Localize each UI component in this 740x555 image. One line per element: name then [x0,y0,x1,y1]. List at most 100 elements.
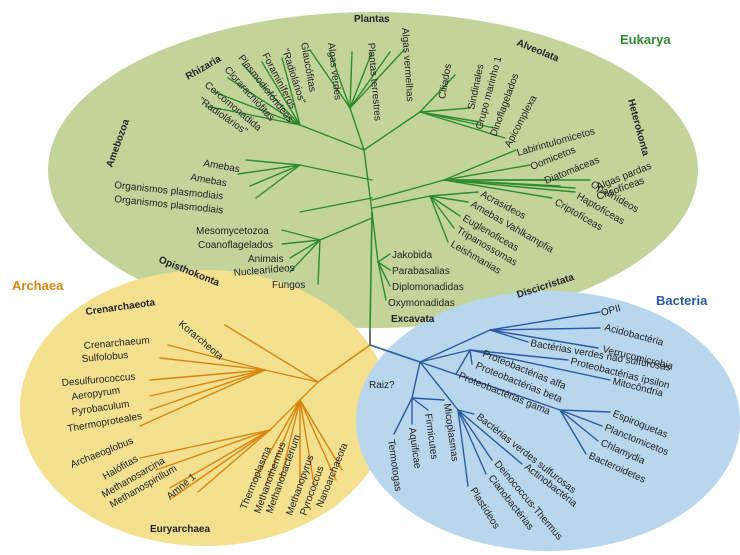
branch-line [419,74,456,113]
branch-line [559,409,599,442]
branch-line [171,429,271,499]
group-euryarchaea: Euryarchaea [150,524,210,535]
branch-line [281,229,321,241]
branch-line [469,349,611,381]
branch-line [469,349,569,361]
branch-line [197,429,271,493]
branch-line [264,369,319,383]
branch-line [457,409,523,465]
branch-line [489,311,601,331]
branch-line [265,399,301,485]
branch-line [559,409,603,427]
taxon-label: Parabasalias [392,266,450,277]
branch-line [255,164,301,199]
bacteria-region [356,291,740,551]
branch-line [155,429,271,471]
branch-line [457,409,487,475]
branch-line [469,349,473,365]
branch-line [429,191,479,197]
branch-line [167,344,266,371]
branch-line [253,399,301,481]
branch-line [377,261,387,301]
branch-line [411,397,445,401]
branch-line [411,397,429,411]
branch-line [299,399,337,481]
eukarya-region [48,12,698,328]
branch-line [139,429,271,459]
branch-line [429,195,469,203]
branch-line [457,409,493,461]
branch-line [443,149,517,181]
branch-line [261,61,301,126]
branch-line [349,51,353,109]
taxon-label: Fungos [272,280,305,291]
branch-line [289,239,321,259]
branch-line [377,261,391,271]
branch-line [299,399,315,485]
branch-line [289,239,321,273]
branch-lines [139,49,611,499]
taxon-label: Animais [248,254,284,265]
branch-line [419,111,506,139]
branch-line [443,164,531,181]
branch-line [299,197,373,213]
branch-line [299,399,343,471]
branch-line [377,261,391,287]
branch-line [319,217,373,241]
branch-line [269,381,319,431]
branch-line [457,409,469,487]
group-plantas: Plantas [354,14,390,25]
branch-line [309,49,351,109]
root-label: Raiz? [369,380,395,391]
branch-line [249,164,301,187]
branch-line [363,149,373,213]
branch-line [419,329,491,363]
branch-line [419,361,459,411]
branch-line [393,397,413,435]
branch-line [419,107,471,113]
branch-line [317,344,371,383]
group-excavata: Excavata [391,314,435,325]
taxon-label: OPII [600,303,622,319]
branch-line [139,369,266,427]
branch-line [281,57,301,126]
branch-line [419,361,561,411]
branch-line [149,369,266,381]
branch-line [371,179,445,201]
branch-line [559,409,587,455]
branch-line [227,77,301,126]
branch-line [559,409,611,413]
branch-line [489,329,599,349]
branch-line [371,211,379,263]
branch-line [349,51,391,109]
branch-line [489,329,529,343]
branch-line [329,51,351,109]
branch-line [224,324,319,383]
branch-line [369,344,421,363]
branch-line [443,179,576,193]
bacteria-title: Bacteria [656,293,708,308]
branch-line [281,239,321,245]
branch-line [371,195,431,209]
branch-line [159,357,266,371]
eukarya-title: Eukarya [620,32,671,47]
taxon-label: Diplomonadidas [392,282,464,293]
branch-line [411,361,421,399]
branch-line [429,195,449,243]
branch-line [349,51,373,109]
branch-line [419,349,471,363]
branch-line [299,124,365,151]
branch-line [245,159,301,166]
branch-line [237,164,301,175]
branch-line [205,105,301,126]
branch-line [455,349,471,375]
branch-line [317,239,321,285]
branch-line [149,369,266,411]
branch-line [241,63,301,126]
branch-line [213,91,301,126]
branch-line [443,179,553,199]
branch-line [279,399,301,483]
taxon-label: Mesomycetozoa [196,226,269,237]
taxon-label: Nucleariídeos [233,263,295,279]
taxon-label: Jakobida [392,250,432,261]
